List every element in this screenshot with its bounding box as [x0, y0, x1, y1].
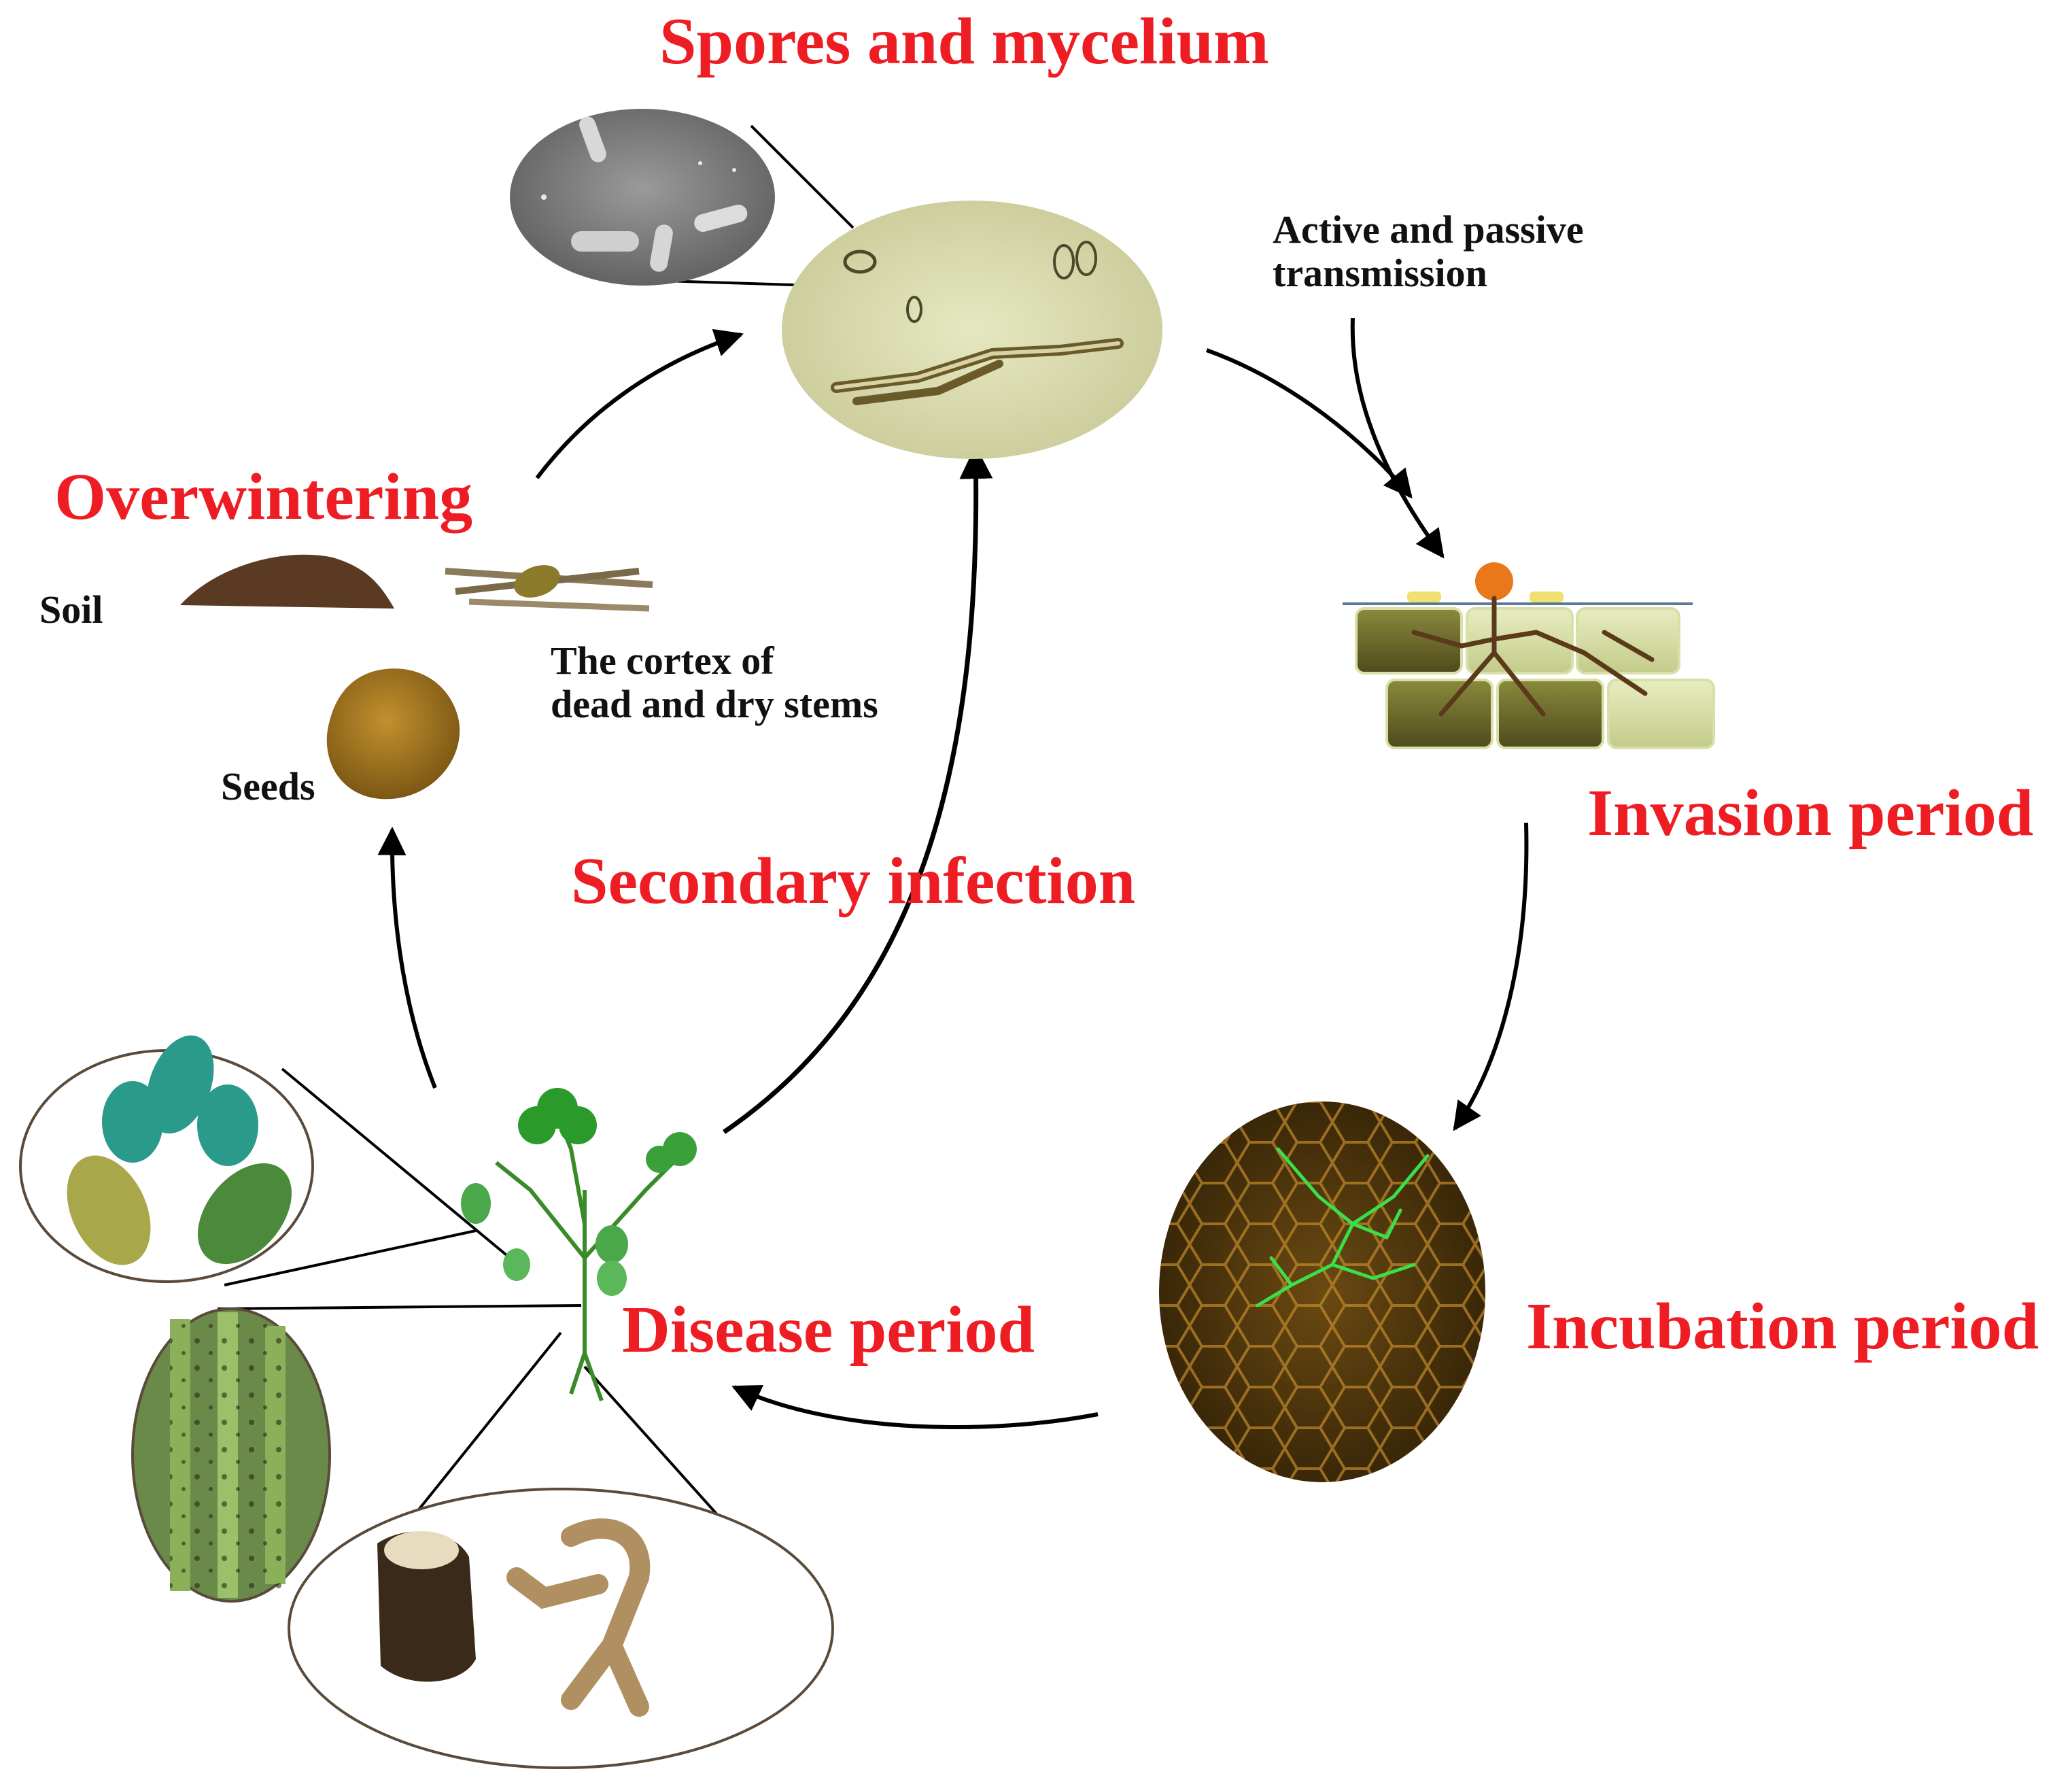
incubation-fluorescence-image [1159, 1101, 1485, 1482]
arrow-invasion-to-incubation [1453, 822, 1529, 1131]
overwintering-sources [180, 554, 653, 800]
arrow-spores-to-invasion [1205, 348, 1413, 499]
soil-label: Soil [39, 587, 103, 632]
alfalfa-plant [461, 1088, 697, 1402]
stage-overwintering: Overwintering [54, 460, 473, 534]
seeds-label: Seeds [221, 764, 315, 808]
stage-disease-period: Disease period [622, 1293, 1035, 1367]
cortex-line-2: dead and dry stems [551, 682, 878, 726]
disease-plant-images [19, 1035, 834, 1769]
stage-invasion-period: Invasion period [1587, 776, 2034, 850]
stage-incubation-period: Incubation period [1526, 1290, 2039, 1363]
spores-images [510, 109, 1162, 459]
transmission-line-2: transmission [1273, 251, 1487, 295]
cortex-label: The cortex of dead and dry stems [551, 639, 878, 726]
invasion-cells-image [1343, 562, 1715, 749]
arrow-transmission-to-invasion [1350, 318, 1445, 559]
spore-on-surface [1475, 562, 1513, 600]
arrow-secondary-infection [723, 445, 993, 1134]
sem-spores-image [510, 109, 775, 286]
arrow-disease-to-overwintering [377, 826, 437, 1089]
dead-stems-image [445, 565, 653, 612]
stage-secondary-infection: Secondary infection [571, 844, 1136, 918]
microscope-mycelium-image [782, 201, 1162, 459]
seeds-pile-image [326, 668, 460, 800]
cortex-line-1: The cortex of [551, 638, 774, 683]
transmission-line-1: Active and passive [1273, 207, 1584, 252]
arrow-overwintering-to-spores [535, 328, 744, 479]
transmission-label: Active and passive transmission [1273, 208, 1584, 295]
root-rot-inset [288, 1488, 834, 1769]
arrow-incubation-to-disease [731, 1384, 1099, 1429]
cycle-arrows [377, 318, 1529, 1429]
stage-spores-and-mycelium: Spores and mycelium [659, 5, 1269, 78]
soil-pile-image [180, 554, 394, 609]
